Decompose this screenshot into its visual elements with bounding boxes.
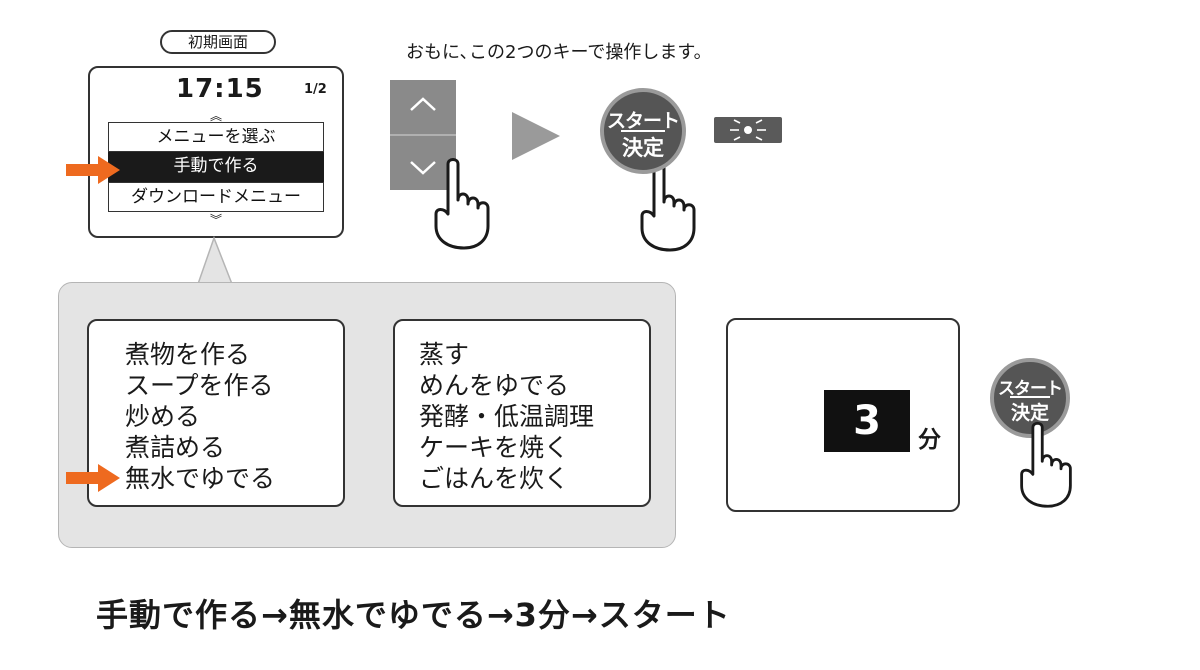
menu-item-select-menu[interactable]: メニューを選ぶ <box>108 122 324 152</box>
chevron-down-icon[interactable] <box>408 160 438 176</box>
submenu-list-left: 煮物を作る スープを作る 炒める 煮詰める 無水でゆでる <box>87 319 345 507</box>
led-indicator-icon <box>714 117 782 143</box>
submenu-item-stir-fry[interactable]: 炒める <box>125 402 201 431</box>
updown-key[interactable] <box>390 80 456 190</box>
initial-screen-label: 初期画面 <box>160 30 276 54</box>
confirm-button-label: 決定 <box>622 136 664 160</box>
submenu-item-reduce[interactable]: 煮詰める <box>125 433 226 462</box>
key-divider <box>390 134 456 136</box>
timer-minutes-value: 3 <box>824 390 910 452</box>
hand-pointer-icon <box>434 158 490 250</box>
submenu-item-simmer[interactable]: 煮物を作る <box>125 340 251 369</box>
submenu-callout: 煮物を作る スープを作る 炒める 煮詰める 無水でゆでる 蒸す めんをゆでる 発… <box>58 282 676 548</box>
start-button-rule <box>1010 396 1050 398</box>
page-indicator: 1/2 <box>304 82 327 97</box>
submenu-item-bake-cake[interactable]: ケーキを焼く <box>419 433 570 462</box>
start-confirm-button[interactable]: スタート 決定 <box>600 88 686 174</box>
callout-pointer <box>196 236 234 285</box>
initial-screen-display: 17:15 1/2 ︽ メニューを選ぶ 手動で作る ダウンロードメニュー ︾ <box>88 66 344 238</box>
instruction-text: おもに､この2つのキーで操作します。 <box>406 42 712 63</box>
start-button-label: スタート <box>998 379 1063 399</box>
arrow-right-icon <box>66 464 120 492</box>
start-button-label: スタート <box>606 110 680 132</box>
scroll-down-indicator: ︾ <box>209 213 222 227</box>
hand-pointer-icon <box>640 160 696 252</box>
submenu-item-boil-noodles[interactable]: めんをゆでる <box>419 371 570 400</box>
submenu-item-steam[interactable]: 蒸す <box>419 340 470 369</box>
submenu-list-right: 蒸す めんをゆでる 発酵・低温調理 ケーキを焼く ごはんを炊く <box>393 319 651 507</box>
start-confirm-button[interactable]: スタート 決定 <box>990 358 1070 438</box>
summary-steps: 手動で作る→無水でゆでる→3分→スタート <box>96 596 731 634</box>
scroll-up-indicator: ︽ <box>209 109 222 123</box>
menu-item-download-menu[interactable]: ダウンロードメニュー <box>108 182 324 212</box>
menu-item-manual-cook[interactable]: 手動で作る <box>108 152 324 182</box>
start-button-rule <box>621 130 665 132</box>
timer-display: 3 分 <box>726 318 960 512</box>
submenu-item-ferment-lowtemp[interactable]: 発酵・低温調理 <box>419 402 595 431</box>
chevron-up-icon[interactable] <box>408 96 438 112</box>
submenu-item-waterless-boil[interactable]: 無水でゆでる <box>125 464 276 493</box>
confirm-button-label: 決定 <box>1010 402 1049 424</box>
play-arrow-icon <box>512 112 560 160</box>
submenu-item-cook-rice[interactable]: ごはんを炊く <box>419 464 570 493</box>
hand-pointer-icon <box>1020 421 1072 508</box>
arrow-right-icon <box>66 156 120 184</box>
timer-minutes-unit: 分 <box>918 427 941 453</box>
submenu-item-soup[interactable]: スープを作る <box>125 371 274 400</box>
clock-time: 17:15 <box>176 74 264 104</box>
